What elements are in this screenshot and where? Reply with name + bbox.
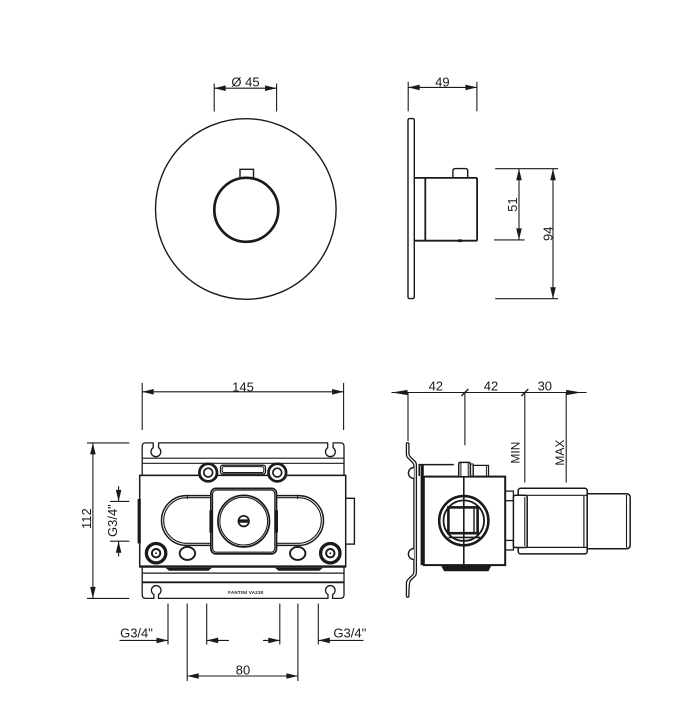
svg-text:49: 49 [435, 74, 449, 89]
svg-text:80: 80 [236, 662, 250, 677]
svg-text:30: 30 [538, 378, 552, 393]
svg-text:Ø 45: Ø 45 [231, 74, 259, 89]
svg-text:G3/4": G3/4" [120, 626, 153, 641]
svg-text:MAX: MAX [553, 440, 567, 466]
svg-text:94: 94 [540, 227, 555, 241]
svg-text:51: 51 [505, 197, 520, 211]
svg-text:FANTINI VA230: FANTINI VA230 [228, 590, 264, 595]
svg-text:145: 145 [232, 379, 254, 394]
svg-text:112: 112 [79, 508, 94, 529]
svg-text:MIN: MIN [509, 442, 523, 464]
svg-text:42: 42 [429, 378, 443, 393]
svg-text:42: 42 [484, 378, 498, 393]
svg-text:G3/4": G3/4" [105, 504, 120, 537]
svg-text:G3/4": G3/4" [333, 626, 366, 641]
